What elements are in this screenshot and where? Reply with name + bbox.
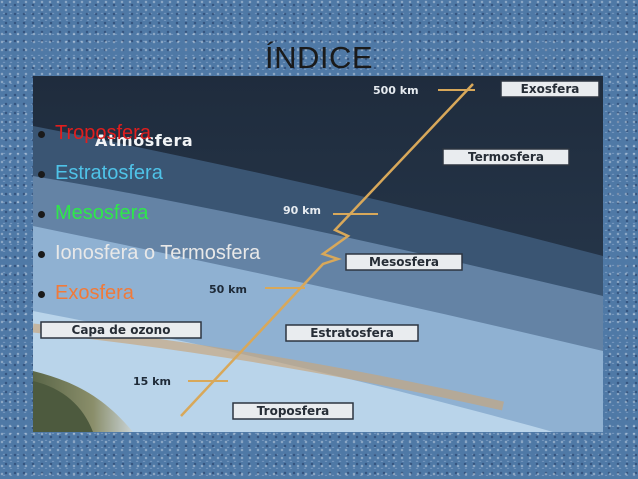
- label-termosfera: Termosfera: [442, 148, 570, 166]
- label-troposfera: Troposfera: [232, 402, 354, 420]
- altitude-50km: 50 km: [209, 283, 247, 296]
- label-exosfera: Exosfera: [500, 80, 600, 98]
- slide-title: ÍNDICE: [264, 40, 374, 75]
- index-item-label: Ionosfera o Termosfera: [55, 241, 261, 264]
- altitude-line: [180, 83, 474, 417]
- atmosfera-heading: Atmósfera: [95, 131, 193, 150]
- bullet-icon: [38, 210, 45, 218]
- index-item-label: Exosfera: [55, 281, 134, 304]
- altitude-90km: 90 km: [283, 204, 321, 217]
- bullet-icon: [38, 130, 45, 138]
- atmosphere-diagram: Atmósfera 500 km 90 km 50 km 15 km Exosf…: [33, 76, 603, 432]
- label-mesosfera-text: Mesosfera: [369, 255, 439, 269]
- label-ozono-text: Capa de ozono: [72, 323, 171, 337]
- index-item-ionosfera: Ionosfera o Termosfera: [38, 233, 260, 273]
- label-ozono: Capa de ozono: [40, 321, 202, 339]
- bullet-icon: [38, 170, 45, 178]
- label-exosfera-text: Exosfera: [521, 82, 580, 96]
- index-item-mesosfera: Mesosfera: [38, 193, 260, 233]
- index-item-estratosfera: Estratosfera: [38, 153, 260, 193]
- label-mesosfera: Mesosfera: [345, 253, 463, 271]
- label-troposfera-text: Troposfera: [257, 404, 329, 418]
- index-item-label: Mesosfera: [55, 201, 149, 224]
- atmosphere-diagram-svg: Atmósfera 500 km 90 km 50 km 15 km Exosf…: [33, 76, 603, 432]
- label-estratosfera-text: Estratosfera: [310, 326, 394, 340]
- label-termosfera-text: Termosfera: [468, 150, 544, 164]
- bullet-icon: [38, 290, 45, 298]
- altitude-15km: 15 km: [133, 375, 171, 388]
- index-item-exosfera: Exosfera: [38, 273, 260, 313]
- bullet-icon: [38, 250, 45, 258]
- altitude-500km: 500 km: [373, 84, 419, 97]
- index-item-label: Estratosfera: [55, 161, 163, 184]
- index-item-label: Troposfera: [55, 121, 151, 144]
- label-estratosfera: Estratosfera: [285, 324, 419, 342]
- index-list: Troposfera Estratosfera Mesosfera Ionosf…: [38, 113, 260, 313]
- index-item-troposfera: Troposfera: [38, 113, 260, 153]
- earth-land: [33, 381, 93, 432]
